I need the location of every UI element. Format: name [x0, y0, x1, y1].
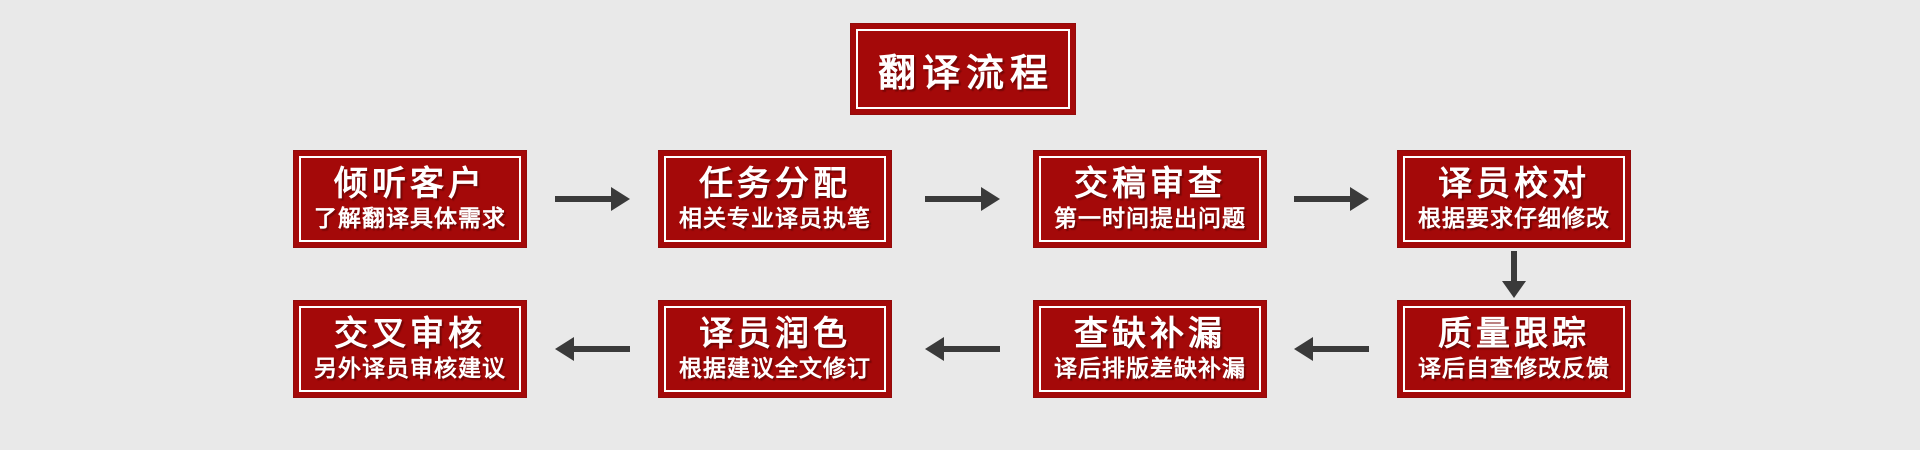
arrow-shaft: [1511, 251, 1517, 281]
arrow-head: [1294, 337, 1313, 361]
arrow-shaft: [925, 196, 981, 202]
arrow-left-icon: [925, 337, 1000, 361]
step-title: 交稿审查: [1074, 164, 1226, 205]
step-box-fill-gaps: 查缺补漏 译后排版差缺补漏: [1033, 300, 1267, 398]
step-box-draft-review: 交稿审查 第一时间提出问题: [1033, 150, 1267, 248]
arrow-head: [611, 187, 630, 211]
step-title: 译员校对: [1438, 164, 1590, 205]
step-subtitle: 根据要求仔细修改: [1418, 206, 1610, 233]
step-title: 质量跟踪: [1438, 314, 1590, 355]
step-box-translator-proofread: 译员校对 根据要求仔细修改: [1397, 150, 1631, 248]
arrow-shaft: [574, 346, 630, 352]
step-box-cross-review: 交叉审核 另外译员审核建议: [293, 300, 527, 398]
arrow-right-icon: [1294, 187, 1369, 211]
arrow-head: [925, 337, 944, 361]
arrow-head: [1350, 187, 1369, 211]
arrow-left-icon: [1294, 337, 1369, 361]
step-title: 任务分配: [699, 164, 851, 205]
arrow-head: [981, 187, 1000, 211]
step-box-task-assignment: 任务分配 相关专业译员执笔: [658, 150, 892, 248]
title-box: 翻译流程: [850, 23, 1076, 115]
step-title: 查缺补漏: [1074, 314, 1226, 355]
page-title: 翻译流程: [877, 50, 1054, 95]
step-subtitle: 译后排版差缺补漏: [1054, 356, 1246, 383]
arrow-right-icon: [925, 187, 1000, 211]
title-box-frame: 翻译流程: [856, 29, 1070, 109]
arrow-left-icon: [555, 337, 630, 361]
arrow-head: [1502, 281, 1526, 298]
arrow-head: [555, 337, 574, 361]
arrow-shaft: [1294, 196, 1350, 202]
step-subtitle: 第一时间提出问题: [1054, 206, 1246, 233]
step-title: 译员润色: [699, 314, 851, 355]
arrow-right-icon: [555, 187, 630, 211]
arrow-shaft: [944, 346, 1000, 352]
step-subtitle: 根据建议全文修订: [679, 356, 871, 383]
arrow-shaft: [1313, 346, 1369, 352]
step-title: 交叉审核: [334, 314, 486, 355]
arrow-down-icon: [1502, 251, 1526, 298]
step-subtitle: 了解翻译具体需求: [314, 206, 506, 233]
step-box-listen-to-client: 倾听客户 了解翻译具体需求: [293, 150, 527, 248]
step-subtitle: 译后自查修改反馈: [1418, 356, 1610, 383]
step-title: 倾听客户: [334, 164, 486, 205]
step-subtitle: 相关专业译员执笔: [679, 206, 871, 233]
arrow-shaft: [555, 196, 611, 202]
step-box-translator-polish: 译员润色 根据建议全文修订: [658, 300, 892, 398]
step-box-quality-tracking: 质量跟踪 译后自查修改反馈: [1397, 300, 1631, 398]
step-subtitle: 另外译员审核建议: [314, 356, 506, 383]
